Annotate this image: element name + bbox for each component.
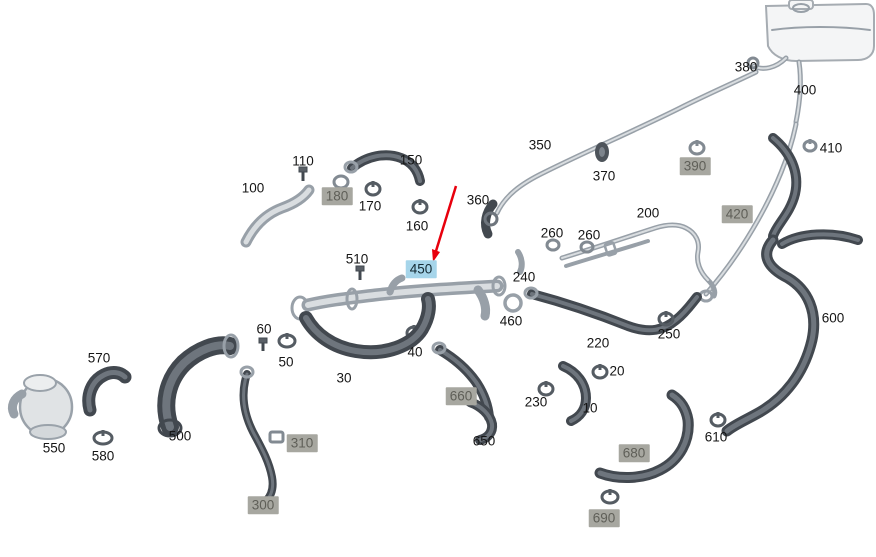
hose-30-illustration [299,292,436,360]
clamp-580-icon [92,430,114,446]
part-label-180[interactable]: 180 [321,187,353,205]
hose-300-illustration [239,365,277,505]
fitting-240-illustration [515,249,525,275]
part-label-370[interactable]: 370 [592,168,616,184]
part-label-100[interactable]: 100 [241,180,265,196]
part-label-230[interactable]: 230 [524,394,548,410]
clamp-410-icon [802,139,818,153]
part-label-220[interactable]: 220 [586,335,610,351]
part-label-40[interactable]: 40 [407,344,423,360]
part-label-660[interactable]: 660 [445,387,477,405]
hose-500-illustration [157,333,240,438]
clamp-260a-icon [545,238,561,252]
hose-680-illustration [594,389,694,483]
part-label-60[interactable]: 60 [256,321,272,337]
clamp-250-icon [657,311,675,327]
hose-570-illustration [82,366,132,417]
hose-150-illustration [343,150,425,186]
part-label-20[interactable]: 20 [609,363,625,379]
part-label-570[interactable]: 570 [87,350,111,366]
clamp-390-icon [688,140,706,156]
part-label-600[interactable]: 600 [821,310,845,326]
clamp-690-icon [600,489,620,505]
part-label-380[interactable]: 380 [734,59,758,75]
grommet-370-illustration [595,142,609,162]
clip-310-icon [268,430,285,444]
part-label-170[interactable]: 170 [358,198,382,214]
part-label-360[interactable]: 360 [466,192,490,208]
clamp-50-icon [277,333,297,349]
clamp-260b-icon [579,240,595,254]
selection-arrow-icon [432,185,458,262]
bolt-510-icon [355,265,365,280]
clamp-170-icon [364,181,382,197]
part-label-650[interactable]: 650 [472,433,496,449]
part-label-390[interactable]: 390 [679,157,711,175]
clamp-610-icon [709,412,727,428]
hose-10-illustration [558,361,591,426]
part-label-610[interactable]: 610 [704,429,728,445]
pipe-200-illustration [559,222,718,299]
pipe-350-illustration [494,69,759,216]
housing-550-illustration [7,374,74,440]
hose-100-illustration [240,184,315,248]
part-label-150[interactable]: 150 [399,152,423,168]
connector-360-illustration [481,199,499,239]
bolt-110-icon [298,166,308,181]
part-label-680[interactable]: 680 [618,444,650,462]
part-label-510[interactable]: 510 [345,251,369,267]
part-label-200[interactable]: 200 [636,205,660,221]
clamp-230-icon [537,381,555,397]
part-label-690[interactable]: 690 [588,509,620,527]
part-label-420[interactable]: 420 [721,205,753,223]
bolt-60-icon [258,337,268,351]
hose-650-illustration [465,397,498,445]
part-label-400[interactable]: 400 [793,82,817,98]
part-label-300[interactable]: 300 [247,496,279,514]
oring-460-icon [503,293,523,313]
part-label-410[interactable]: 410 [819,140,843,156]
clamp-20-icon [591,364,609,380]
hose-600-illustration [721,133,863,437]
part-label-450-highlighted[interactable]: 450 [405,260,437,278]
clamp-160-icon [411,199,429,215]
part-label-500[interactable]: 500 [168,428,192,444]
hose-220-illustration [523,286,702,336]
part-label-260b[interactable]: 260 [577,227,601,243]
part-label-10[interactable]: 10 [582,400,598,416]
part-label-160[interactable]: 160 [405,218,429,234]
clamp-180-icon [332,174,350,190]
part-label-350[interactable]: 350 [528,137,552,153]
part-label-580[interactable]: 580 [91,448,115,464]
part-label-550[interactable]: 550 [42,440,66,456]
part-label-260a[interactable]: 260 [540,225,564,241]
pipe-450-illustration [290,274,507,321]
part-label-110[interactable]: 110 [292,153,314,169]
part-label-460[interactable]: 460 [499,313,523,329]
part-label-240[interactable]: 240 [512,269,536,285]
clip-380-icon [746,56,760,70]
part-label-50[interactable]: 50 [278,354,294,370]
part-label-30[interactable]: 30 [336,370,352,386]
expansion-tank-illustration [764,0,875,63]
part-label-310[interactable]: 310 [286,434,318,452]
part-label-250[interactable]: 250 [657,326,681,342]
